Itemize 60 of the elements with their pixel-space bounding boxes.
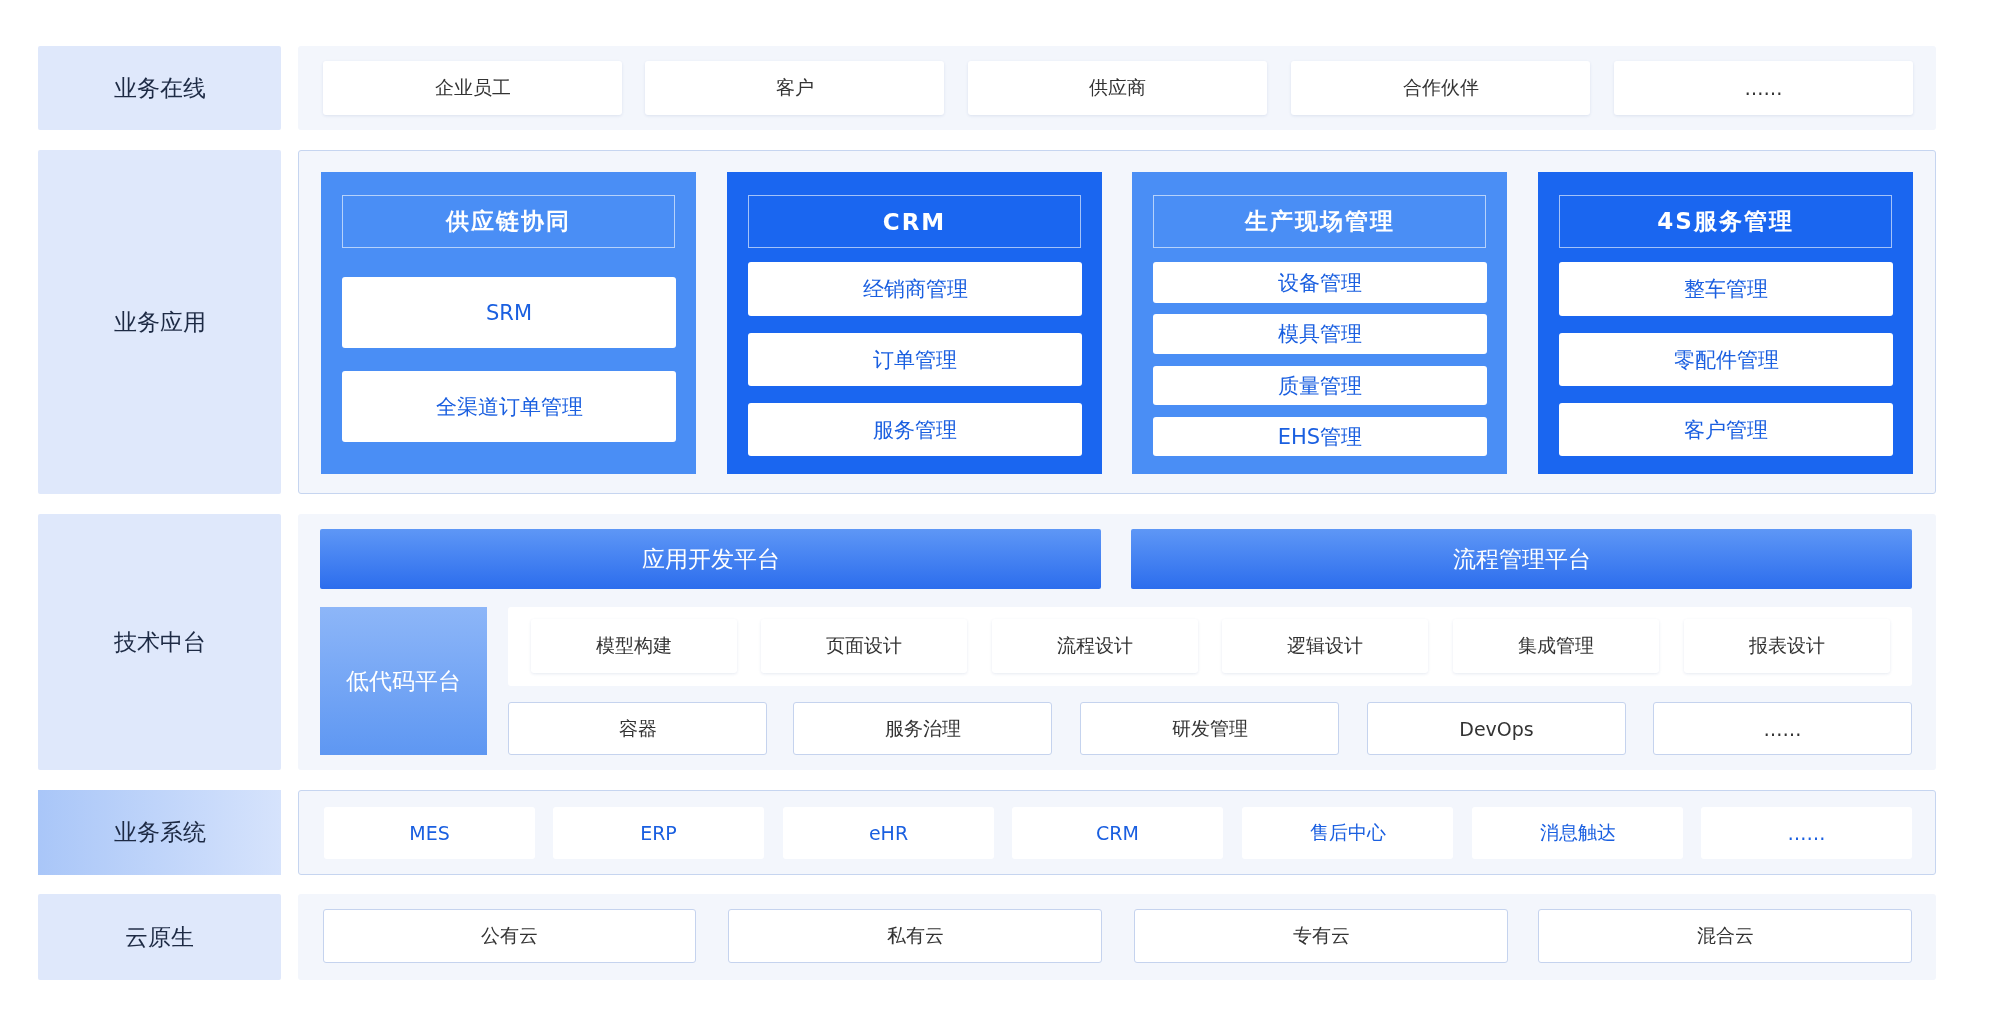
- layer-panel: [298, 790, 1936, 875]
- module-card: [1538, 172, 1913, 474]
- system-tile: 售后中心: [1242, 807, 1453, 859]
- card-heading: 生产现场管理: [1153, 195, 1486, 248]
- layer-panel: [298, 894, 1936, 980]
- module-item: 质量管理: [1153, 366, 1487, 405]
- item-tile: 模型构建: [531, 619, 737, 673]
- platform-block: 低代码平台: [320, 607, 487, 755]
- item-tile: 客户: [645, 61, 944, 115]
- card-heading: 供应链协同: [342, 195, 675, 248]
- module-item: 零配件管理: [1559, 333, 1893, 386]
- system-tile: CRM: [1012, 807, 1223, 859]
- layer-label: 云原生: [38, 894, 281, 980]
- card-heading: CRM: [748, 195, 1081, 248]
- item-tile: 流程设计: [992, 619, 1198, 673]
- item-tile: 公有云: [323, 909, 696, 963]
- system-tile: ……: [1701, 807, 1912, 859]
- item-tile: 私有云: [728, 909, 1102, 963]
- item-tile: 混合云: [1538, 909, 1912, 963]
- item-tile: 容器: [508, 702, 767, 755]
- module-item: 设备管理: [1153, 262, 1487, 303]
- item-tile: 专有云: [1134, 909, 1508, 963]
- module-card: [321, 172, 696, 474]
- module-item: EHS管理: [1153, 417, 1487, 456]
- module-item: 服务管理: [748, 403, 1082, 456]
- module-card: [727, 172, 1102, 474]
- platform-bar: 流程管理平台: [1131, 529, 1912, 589]
- module-item: 模具管理: [1153, 314, 1487, 354]
- module-item: SRM: [342, 277, 676, 348]
- item-tile: ……: [1614, 61, 1913, 115]
- layer-panel: [298, 514, 1936, 770]
- card-heading: 4S服务管理: [1559, 195, 1892, 248]
- item-tile: 集成管理: [1453, 619, 1659, 673]
- item-tile: ……: [1653, 702, 1912, 755]
- module-item: 整车管理: [1559, 262, 1893, 316]
- layer-label: 业务应用: [38, 150, 281, 494]
- item-tile: DevOps: [1367, 702, 1626, 755]
- module-item: 订单管理: [748, 333, 1082, 386]
- module-item: 全渠道订单管理: [342, 371, 676, 442]
- system-tile: ERP: [553, 807, 764, 859]
- module-item: 经销商管理: [748, 262, 1082, 316]
- item-tile: 页面设计: [761, 619, 967, 673]
- system-tile: eHR: [783, 807, 994, 859]
- item-tile: 合作伙伴: [1291, 61, 1590, 115]
- item-tile: 服务治理: [793, 702, 1052, 755]
- item-tile: 企业员工: [323, 61, 622, 115]
- system-tile: 消息触达: [1472, 807, 1683, 859]
- module-item: 客户管理: [1559, 403, 1893, 456]
- module-card: [1132, 172, 1507, 474]
- item-tile: 研发管理: [1080, 702, 1339, 755]
- layer-label: 技术中台: [38, 514, 281, 770]
- item-tile: 逻辑设计: [1222, 619, 1428, 673]
- layer-panel: [298, 46, 1936, 130]
- layer-label: 业务在线: [38, 46, 281, 130]
- layer-panel: [298, 150, 1936, 494]
- platform-bar: 应用开发平台: [320, 529, 1101, 589]
- item-tile: 供应商: [968, 61, 1267, 115]
- system-tile: MES: [324, 807, 535, 859]
- item-tile: 报表设计: [1684, 619, 1890, 673]
- layer-label: 业务系统: [38, 790, 281, 875]
